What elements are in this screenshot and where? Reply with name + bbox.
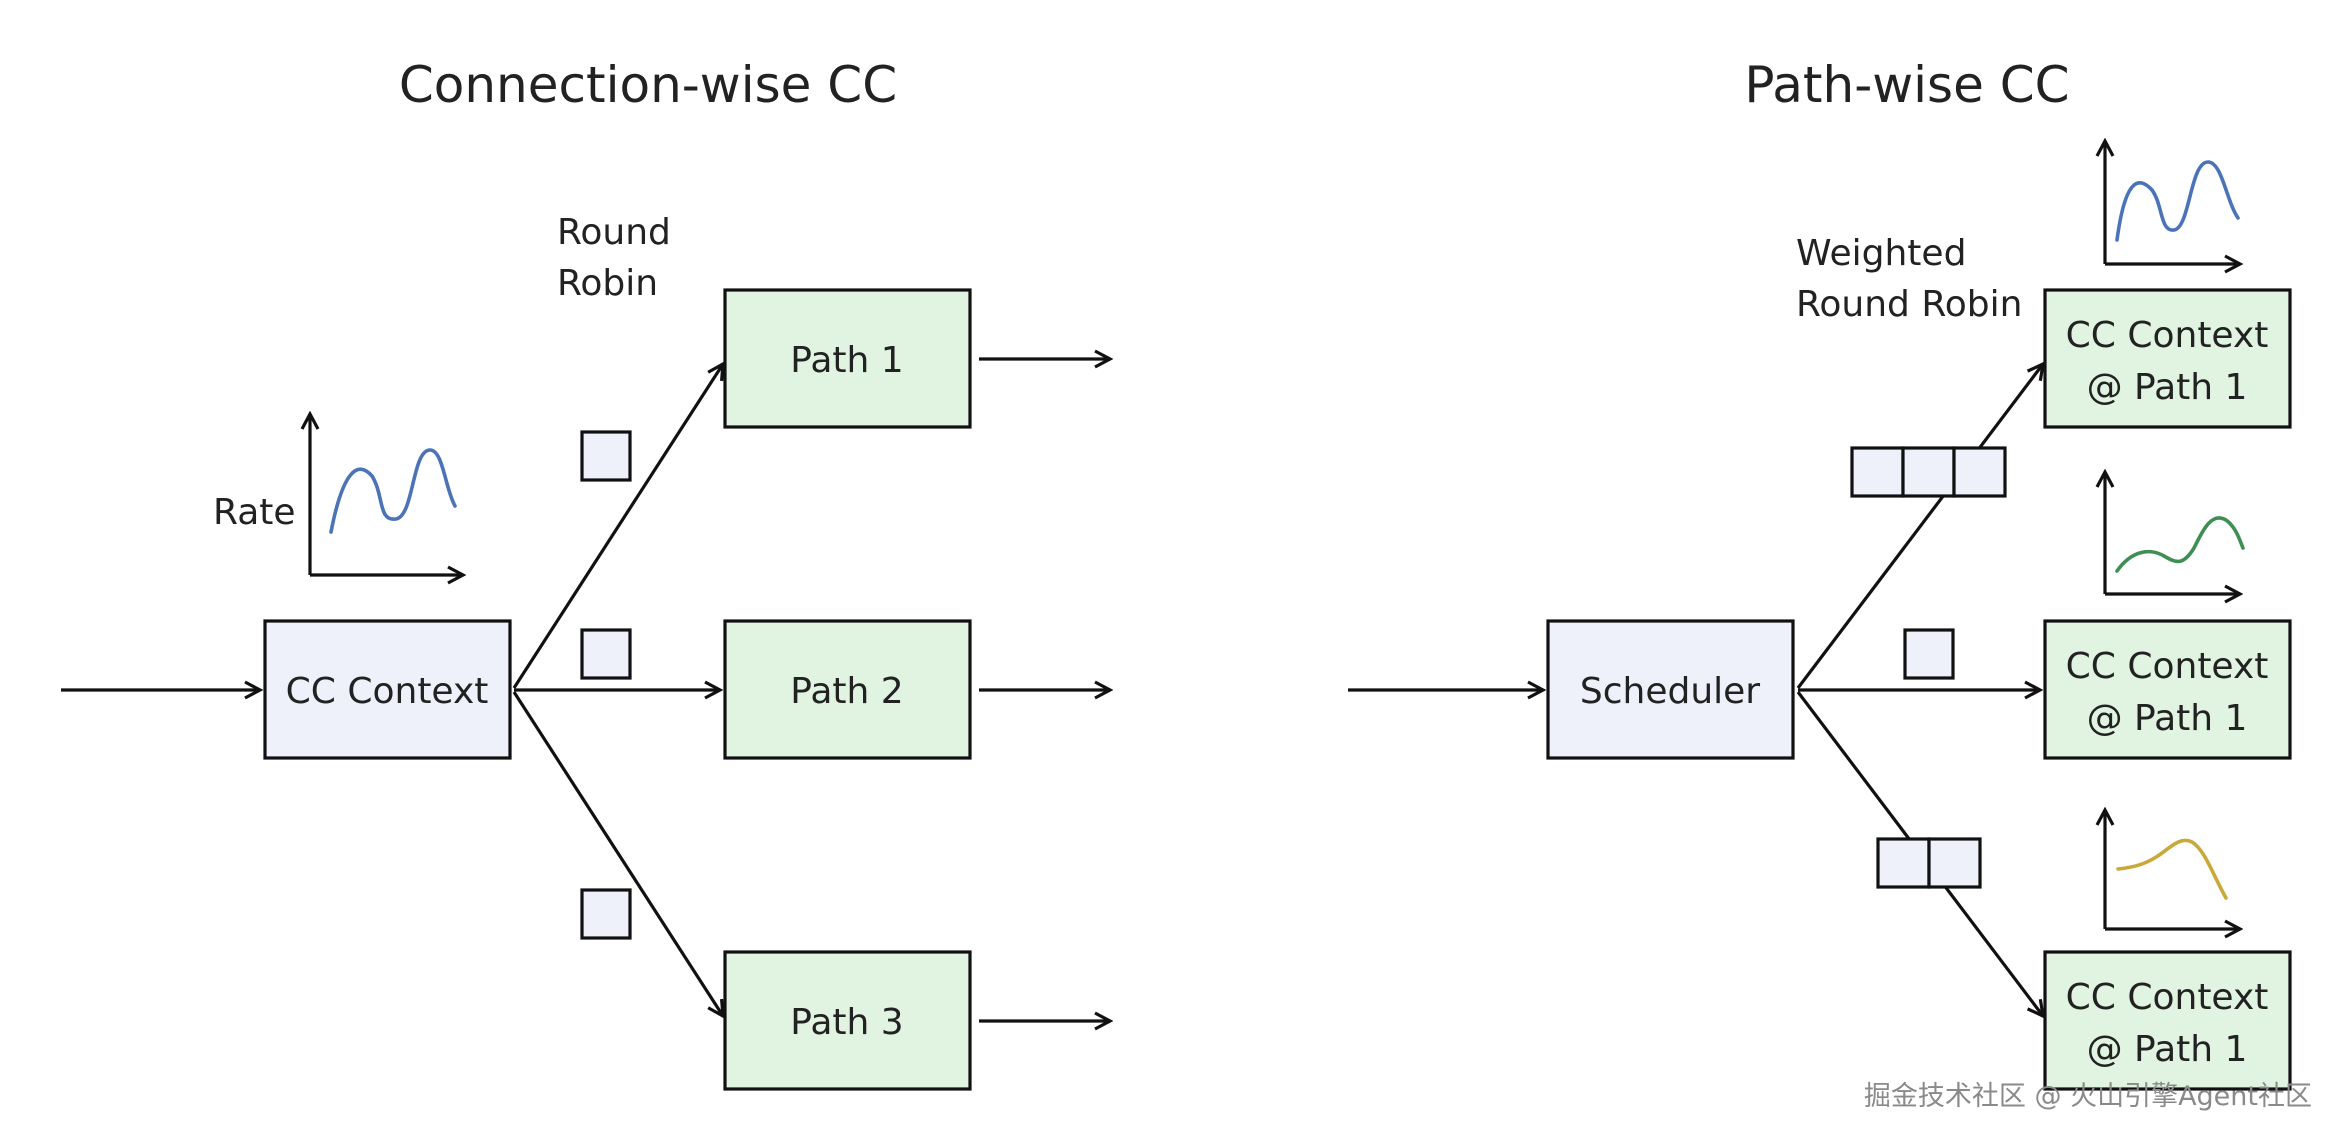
cc-context-path-box-3-rect — [2043, 950, 2292, 1091]
packet — [580, 628, 632, 680]
scheduler-box: Scheduler — [1546, 619, 1795, 760]
path-box-1-label: Path 1 — [790, 340, 903, 381]
scheduler-rect — [1546, 619, 1795, 760]
wrr-label-line1: Weighted — [1796, 233, 1966, 274]
fanout-arrow-path-1 — [512, 364, 723, 689]
context-2-rate-chart — [2105, 472, 2245, 594]
packet-queue-bottom — [1876, 837, 1982, 889]
packet — [1952, 446, 2007, 498]
connection-wise-panel: Connection-wise CC Round Robin Rate CC C… — [61, 56, 1110, 1091]
cc-context-path-box-3-line2: @ Path 1 — [2087, 1029, 2248, 1070]
path-wise-panel: Path-wise CC Weighted Round Robin Schedu… — [1348, 56, 2292, 1091]
path-box-2-label: Path 2 — [790, 671, 903, 712]
scheduler-label: Scheduler — [1580, 671, 1760, 712]
cc-context-label: CC Context — [286, 671, 489, 712]
context-3-rate-chart — [2105, 810, 2240, 929]
path-box-2-rect — [723, 619, 972, 760]
cc-context-path-box-3: CC Context @ Path 1 — [2043, 950, 2292, 1091]
cc-context-path-box-2-line1: CC Context — [2066, 646, 2269, 687]
packet — [1850, 446, 1905, 498]
cc-context-path-box-1-rect — [2043, 288, 2292, 429]
path-box-3: Path 3 — [723, 950, 972, 1091]
cc-context-path-box-2-rect — [2043, 619, 2292, 760]
context-1-rate-curve — [2115, 160, 2240, 242]
scheduler-arrow-context-1 — [1796, 364, 2043, 689]
watermark-text: 掘金技术社区 @ 火山引擎Agent社区 — [1864, 1081, 2312, 1112]
path-box-2: Path 2 — [723, 619, 972, 760]
packet — [1901, 446, 1956, 498]
fanout-arrow-path-3 — [512, 691, 723, 1016]
rate-curve — [329, 448, 457, 534]
cc-context-path-box-1: CC Context @ Path 1 — [2043, 288, 2292, 429]
path-box-3-rect — [723, 950, 972, 1091]
packet — [1927, 837, 1982, 889]
connection-wise-title: Connection-wise CC — [399, 56, 897, 114]
path-box-1: Path 1 — [723, 288, 972, 429]
path-box-1-rect — [723, 288, 972, 429]
cc-context-path-box-1-line2: @ Path 1 — [2087, 367, 2248, 408]
packet — [580, 888, 632, 940]
packet-queue-top — [1850, 446, 2007, 498]
rate-label: Rate — [213, 492, 296, 533]
packet — [580, 430, 632, 482]
cc-context-path-box-2-line2: @ Path 1 — [2087, 698, 2248, 739]
packet — [1876, 837, 1931, 889]
wrr-label-line2: Round Robin — [1796, 284, 2022, 325]
cc-context-box: CC Context — [263, 619, 512, 760]
path-wise-title: Path-wise CC — [1744, 56, 2069, 114]
rate-chart: Rate — [213, 414, 463, 575]
cc-context-path-box-3-line1: CC Context — [2066, 977, 2269, 1018]
cc-context-path-box-2: CC Context @ Path 1 — [2043, 619, 2292, 760]
context-2-rate-curve — [2115, 516, 2245, 573]
context-1-rate-chart — [2105, 141, 2240, 264]
path-box-3-label: Path 3 — [790, 1002, 903, 1043]
packet — [1903, 628, 1955, 680]
cc-context-path-box-1-line1: CC Context — [2066, 315, 2269, 356]
round-robin-label-line2: Robin — [557, 263, 658, 304]
cc-context-rect — [263, 619, 512, 760]
context-3-rate-curve — [2116, 838, 2228, 900]
round-robin-label-line1: Round — [557, 212, 671, 253]
